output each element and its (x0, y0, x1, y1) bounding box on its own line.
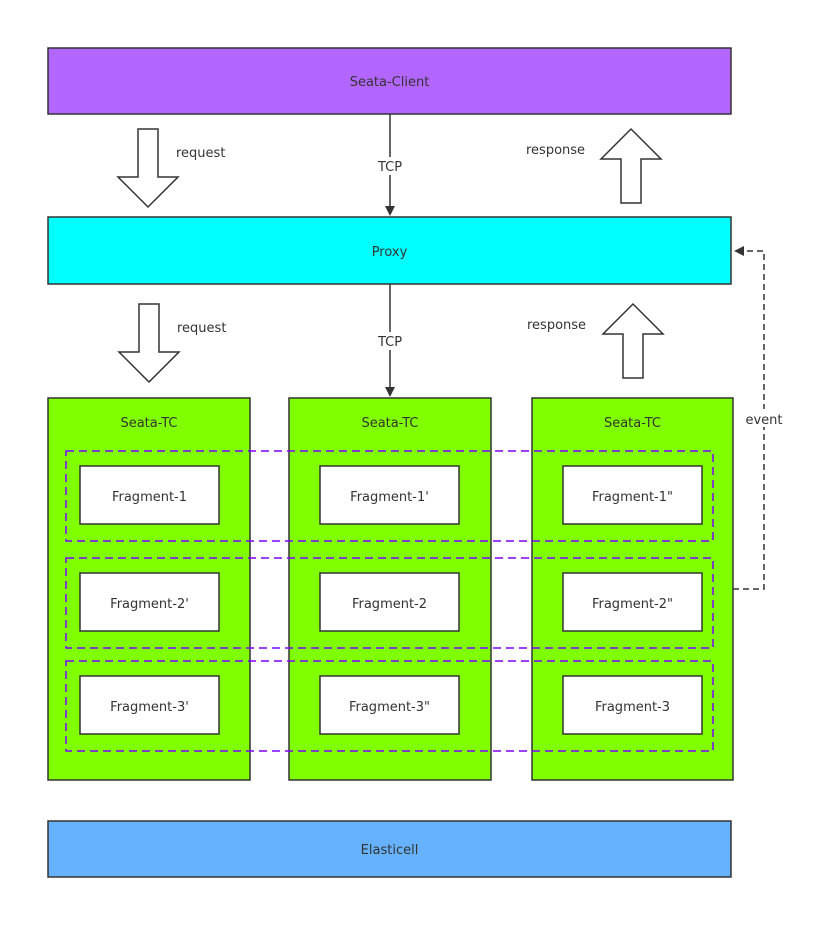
seata-tc-node-2: Seata-TC Fragment-1' Fragment-2 Fragment… (288, 397, 492, 781)
fragment-box: Fragment-2 (319, 572, 460, 632)
response-arrow-up-2 (601, 302, 665, 379)
fragment-box: Fragment-3" (319, 675, 460, 735)
tcp-label-bg-2 (374, 332, 406, 350)
fragment-rect (562, 675, 703, 735)
fragment-label: Fragment-1' (350, 490, 429, 505)
fragment-box: Fragment-1 (79, 465, 220, 525)
fragment-box: Fragment-2" (562, 572, 703, 632)
tcp-label-1: TCP (377, 160, 402, 175)
event-link: event (733, 246, 786, 590)
fragment-rect (319, 675, 460, 735)
seata-tc-node-1: Seata-TC Fragment-1 Fragment-2' Fragment… (47, 397, 251, 781)
fragment-label: Fragment-1 (112, 490, 187, 505)
fragment-rect (319, 572, 460, 632)
fragment-label: Fragment-3 (595, 700, 670, 715)
seata-tc-node-3: Seata-TC Fragment-1" Fragment-2" Fragmen… (531, 397, 734, 781)
elasticell-rect (47, 820, 732, 878)
proxy-tc-links: request TCP response (117, 284, 665, 397)
seata-tc-label-1: Seata-TC (120, 416, 177, 431)
tcp-label-2: TCP (377, 335, 402, 350)
fragment-groups (65, 450, 714, 752)
event-label-bg (742, 409, 786, 427)
fragment-rect (562, 572, 703, 632)
elasticell-box: Elasticell (47, 820, 732, 878)
fragment-rect (562, 465, 703, 525)
proxy-rect (47, 216, 732, 285)
event-label: event (745, 413, 782, 428)
seata-client-label: Seata-Client (350, 75, 430, 90)
fragment-label: Fragment-3" (349, 700, 430, 715)
response-arrow-up-1 (599, 127, 663, 204)
request-arrow-down-1 (116, 128, 180, 209)
fragment-rect (319, 465, 460, 525)
proxy-label: Proxy (372, 245, 408, 260)
response-label-1: response (526, 143, 585, 158)
fragment-label: Fragment-2 (352, 597, 427, 612)
fragment-box: Fragment-3 (562, 675, 703, 735)
elasticell-label: Elasticell (361, 843, 419, 858)
fragment-rect (79, 572, 220, 632)
fragment-rect (79, 675, 220, 735)
client-proxy-links: request TCP response (116, 114, 663, 216)
fragment-group-2 (65, 557, 714, 649)
fragment-label: Fragment-2' (110, 597, 189, 612)
proxy-box: Proxy (47, 216, 732, 285)
fragment-label: Fragment-2" (592, 597, 673, 612)
fragment-box: Fragment-1' (319, 465, 460, 525)
fragment-group-3 (65, 660, 714, 752)
seata-client-box: Seata-Client (47, 47, 732, 115)
request-label-2: request (177, 321, 226, 336)
request-arrow-down-2 (117, 303, 181, 384)
seata-client-rect (47, 47, 732, 115)
response-label-2: response (527, 318, 586, 333)
fragment-box: Fragment-3' (79, 675, 220, 735)
tcp-label-bg-1 (374, 157, 406, 175)
seata-tc-label-2: Seata-TC (361, 416, 418, 431)
fragment-rect (79, 465, 220, 525)
fragment-label: Fragment-1" (592, 490, 673, 505)
request-label-1: request (176, 146, 225, 161)
fragment-label: Fragment-3' (110, 700, 189, 715)
fragment-box: Fragment-2' (79, 572, 220, 632)
fragment-box: Fragment-1" (562, 465, 703, 525)
seata-tc-label-3: Seata-TC (604, 416, 661, 431)
fragment-group-1 (65, 450, 714, 542)
